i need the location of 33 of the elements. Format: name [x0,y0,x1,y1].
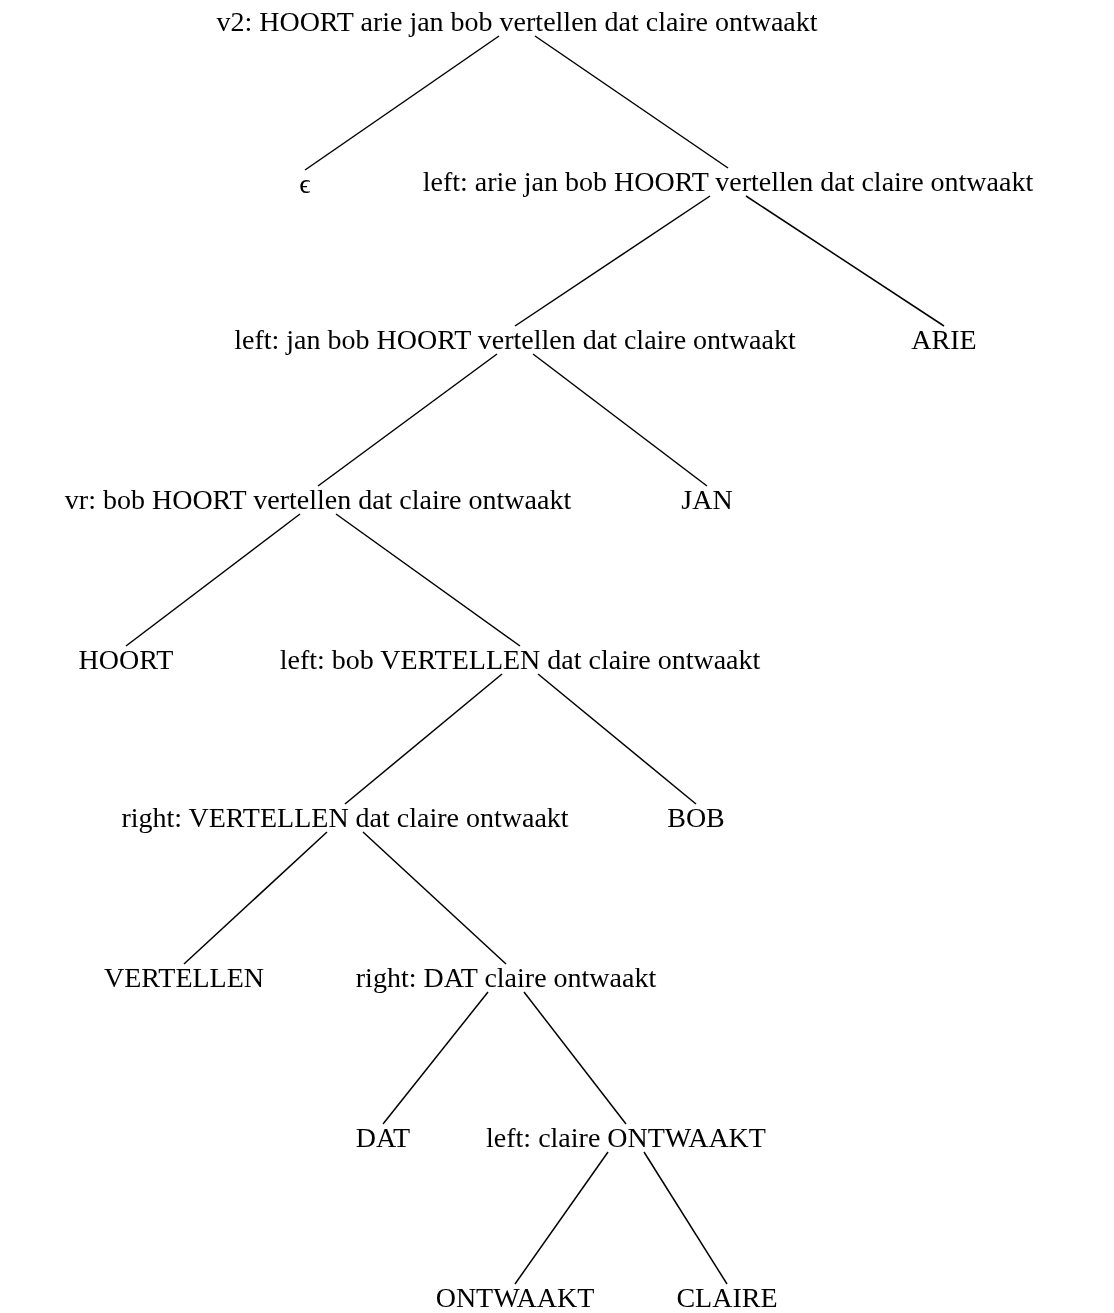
tree-node-label: left: claire ONTWAAKT [486,1122,766,1154]
tree-branch-line [523,991,627,1125]
tree-branch-line [125,513,301,647]
tree-branch-line [514,1151,609,1285]
tree-node-label: DAT [355,1122,411,1154]
tree-node-label: vr: bob HOORT vertellen dat claire ontwaakt [64,484,572,516]
tree-branch-line [362,831,507,965]
tree-node-label: right: VERTELLEN dat claire ontwaakt [121,802,569,834]
tree-branch-line [532,353,708,487]
tree-node-label: left: bob VERTELLEN dat claire ontwaakt [279,644,761,676]
tree-node-label: ARIE [911,324,977,356]
tree-node-label: left: jan bob HOORT vertellen dat claire ontwaakt [234,324,796,356]
tree-node-label: CLAIRE [676,1282,778,1313]
tree-branch-line [344,673,503,805]
tree-branch-line [745,195,945,327]
tree-node-label: right: DAT claire ontwaakt [355,962,657,994]
tree-node-label: ϵ [299,168,311,200]
tree-node-label: VERTELLEN [103,962,265,994]
tree-branch-line [534,35,729,169]
tree-node-label: BOB [667,802,725,834]
tree-node-label: left: arie jan bob HOORT vertellen dat claire ontwaakt [422,166,1034,198]
tree-node-label: v2: HOORT arie jan bob vertellen dat claire ontwaakt [216,6,818,38]
tree-branch-line [514,195,711,327]
tree-branch-line [382,991,489,1125]
tree-branch-line [304,35,500,171]
tree-branch-line [183,831,328,965]
tree-branch-line [643,1151,728,1285]
tree-node-label: JAN [681,484,733,516]
tree-node-label: HOORT [78,644,174,676]
tree-branch-line [537,673,697,805]
tree-node-label: ONTWAAKT [435,1282,595,1313]
tree-branch-line [317,353,498,487]
tree-branch-line [335,513,521,647]
